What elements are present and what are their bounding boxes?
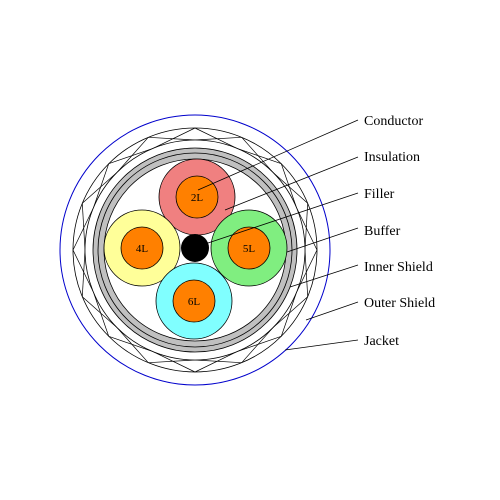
leader-buffer bbox=[286, 227, 359, 253]
callout-labels: Conductor Insulation Filler Buffer Inner… bbox=[364, 114, 435, 349]
leader-lines bbox=[197, 119, 359, 351]
core-5l-conductor bbox=[227, 226, 271, 270]
label-insulation: Insulation bbox=[364, 150, 420, 165]
braid-strand bbox=[304, 203, 309, 251]
braid-strand bbox=[280, 291, 297, 337]
braid-strand bbox=[304, 249, 309, 297]
outer-shield-braid bbox=[72, 127, 318, 373]
core-2l-conductor bbox=[175, 175, 219, 219]
braid-strand bbox=[272, 171, 308, 204]
core-2l-label: 2L bbox=[191, 192, 204, 204]
braid-strand bbox=[194, 136, 242, 141]
braid-strand bbox=[93, 163, 110, 209]
braid-strand bbox=[81, 249, 86, 297]
braid-strand bbox=[148, 359, 196, 364]
braid-strand bbox=[152, 351, 196, 373]
braid-strand bbox=[236, 148, 282, 165]
braid-strand bbox=[296, 249, 318, 293]
leader-insulation bbox=[224, 156, 359, 211]
core-4l: 4L bbox=[103, 209, 181, 287]
leader-inner-shield bbox=[289, 264, 359, 288]
braid-strand bbox=[82, 171, 118, 204]
braid-strand bbox=[72, 207, 94, 251]
leader-outer-shield bbox=[305, 301, 359, 321]
braid-strand bbox=[93, 291, 110, 337]
label-jacket: Jacket bbox=[364, 334, 399, 349]
braid-strand bbox=[272, 296, 308, 329]
braid-strand bbox=[194, 359, 242, 364]
braid-strand bbox=[280, 163, 297, 209]
core-4l-conductor bbox=[120, 226, 164, 270]
leader-conductor bbox=[197, 119, 359, 191]
braid-strand bbox=[241, 137, 274, 173]
label-filler: Filler bbox=[364, 187, 395, 202]
leader-filler bbox=[204, 192, 359, 245]
braid-strand bbox=[236, 335, 282, 352]
label-buffer: Buffer bbox=[364, 224, 401, 239]
braid-strand bbox=[72, 249, 94, 293]
core-6l: 6L bbox=[155, 262, 233, 340]
braid-strand bbox=[108, 335, 154, 352]
label-outer-shield: Outer Shield bbox=[364, 296, 435, 311]
braid-strand bbox=[116, 137, 149, 173]
core-6l-conductor bbox=[172, 279, 216, 323]
braid-strand bbox=[152, 127, 196, 149]
braid-strand bbox=[241, 327, 274, 363]
leader-jacket bbox=[284, 339, 359, 351]
core-5l: 5L bbox=[210, 209, 288, 287]
label-conductor: Conductor bbox=[364, 114, 423, 129]
braid-strand bbox=[108, 148, 154, 165]
core-4l-label: 4L bbox=[136, 243, 149, 255]
core-6l-label: 6L bbox=[188, 296, 201, 308]
braid-strand bbox=[194, 127, 238, 149]
braid-strand bbox=[116, 327, 149, 363]
filler-center bbox=[181, 234, 209, 262]
braid-strand bbox=[148, 136, 196, 141]
label-inner-shield: Inner Shield bbox=[364, 260, 433, 275]
braid-strand bbox=[194, 351, 238, 373]
braid-strand bbox=[81, 203, 86, 251]
core-5l-label: 5L bbox=[243, 243, 256, 255]
braid-strand bbox=[82, 296, 118, 329]
